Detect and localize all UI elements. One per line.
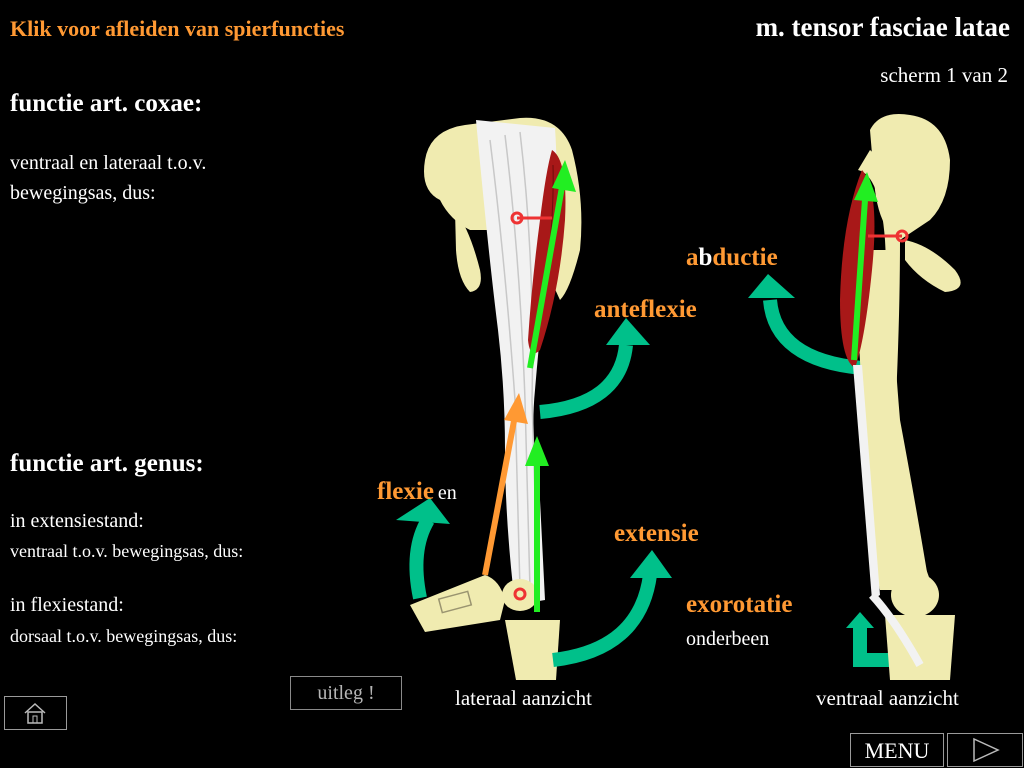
onderbeen-label: onderbeen <box>686 628 770 650</box>
motion-arrows <box>409 299 898 667</box>
flexie-en-label: flexie en <box>377 478 457 505</box>
ventral-leg-figure <box>840 114 961 680</box>
play-triangle-icon <box>973 737 1000 763</box>
genus-flex-title: in flexiestand: <box>10 594 124 616</box>
muscle-title: m. tensor fasciae latae <box>755 12 1010 42</box>
coxae-desc-line1: ventraal en lateraal t.o.v. <box>10 152 207 174</box>
lateral-leg-figure <box>410 117 582 680</box>
exorotatie-arrow-icon <box>853 625 898 667</box>
exorotatie-label: exorotatie <box>686 591 793 618</box>
abductie-arrow-icon <box>763 299 863 375</box>
uitleg-button[interactable]: uitleg ! <box>290 676 402 710</box>
genus-ext-title: in extensiestand: <box>10 510 144 532</box>
genus-ext-desc: ventraal t.o.v. bewegingsas, dus: <box>10 541 244 561</box>
extensie-arrow-icon <box>552 573 657 667</box>
afleiden-link[interactable]: Klik voor afleiden van spierfuncties <box>10 16 345 41</box>
anteflexie-arrow-icon <box>539 344 633 419</box>
home-button[interactable] <box>4 696 67 730</box>
genus-flex-desc: dorsaal t.o.v. bewegingsas, dus: <box>10 626 238 646</box>
lateral-view-label: lateraal aanzicht <box>455 686 592 710</box>
next-button[interactable] <box>947 733 1023 767</box>
home-icon <box>24 702 46 724</box>
menu-button[interactable]: MENU <box>850 733 944 767</box>
coxae-heading: functie art. coxae: <box>10 90 203 117</box>
extensie-label: extensie <box>614 520 699 547</box>
flexie-arrow-icon <box>409 516 435 600</box>
anteflexie-label: anteflexie <box>594 296 697 323</box>
ventral-view-label: ventraal aanzicht <box>816 686 959 710</box>
genus-heading: functie art. genus: <box>10 450 204 477</box>
abductie-label: abductie <box>686 244 778 271</box>
screen-counter: scherm 1 van 2 <box>880 63 1008 87</box>
coxae-desc-line2: bewegingsas, dus: <box>10 182 156 204</box>
